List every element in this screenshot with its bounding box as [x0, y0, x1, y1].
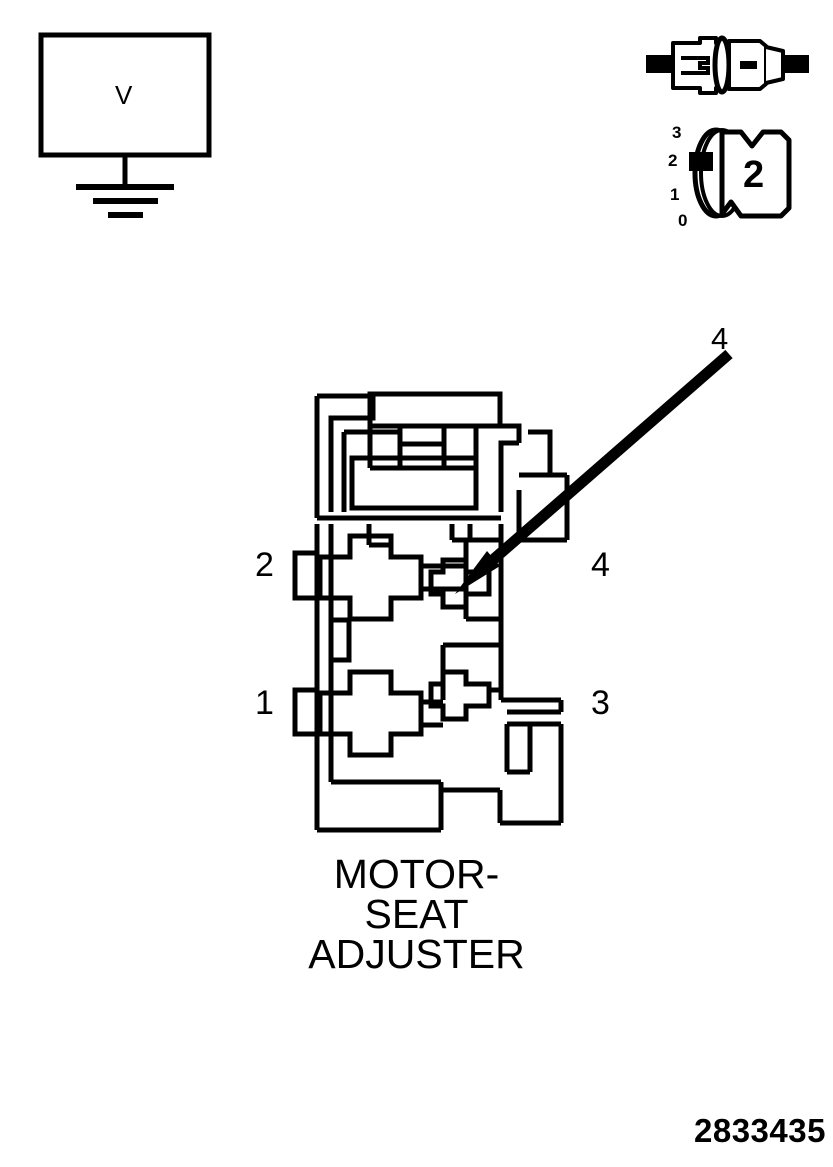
connector-probe-icon: [646, 35, 809, 95]
voltmeter-icon: [38, 32, 212, 186]
leader-arrow-icon: [455, 349, 733, 594]
switch-position-1: 1: [670, 185, 680, 204]
rotary-switch-icon: [689, 127, 792, 219]
switch-position-2: 2: [668, 151, 678, 170]
switch-position-3: 3: [672, 123, 682, 142]
switch-position-0: 0: [678, 211, 688, 230]
ground-icon: [76, 184, 174, 218]
caption-line-1: MOTOR-: [333, 851, 500, 897]
switch-selected-position: 2: [743, 154, 765, 196]
pin-label-3: 3: [591, 684, 610, 722]
pin-label-4: 4: [591, 546, 610, 584]
pin-label-2: 2: [255, 546, 274, 584]
caption-line-2: SEAT: [364, 891, 469, 937]
figure-part-number: 2833435: [694, 1112, 826, 1149]
pin-label-1: 1: [255, 684, 274, 722]
connector-housing-artwork: [292, 391, 570, 833]
caption-line-3: ADJUSTER: [308, 931, 525, 977]
voltmeter-label: V: [115, 80, 133, 110]
callout-label-4: 4: [711, 321, 729, 356]
